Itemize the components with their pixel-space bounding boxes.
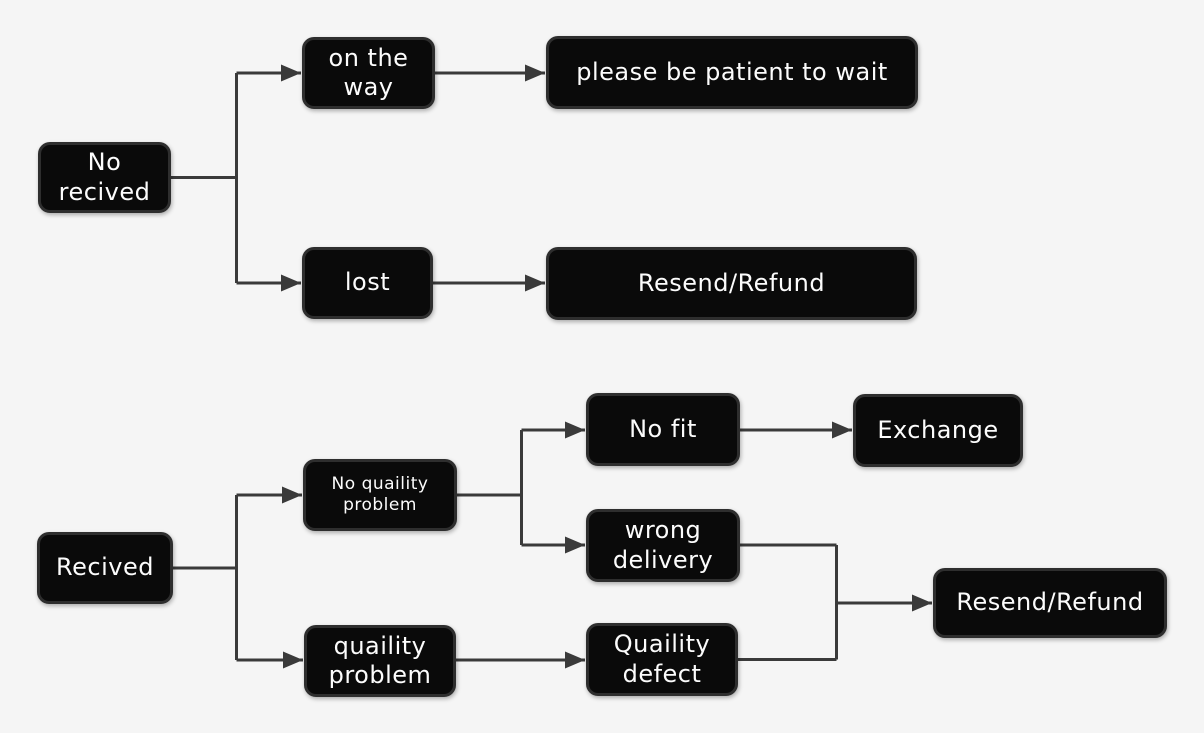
node-quality-defect: Quaility defect [586,623,738,696]
edge-no-quality-problem-branch [457,421,585,554]
node-wrong-delivery: wrong delivery [586,509,740,582]
node-quality-problem-label: quaility problem [328,631,432,689]
node-no-quality-problem-label: No quaility problem [331,474,429,515]
node-please-be-patient: please be patient to wait [546,36,918,109]
node-on-the-way: on the way [302,37,435,109]
node-quality-defect-label: Quaility defect [613,630,711,688]
node-no-quality-problem: No quaility problem [303,459,457,531]
node-recived-label: Recived [56,553,154,582]
node-resend-refund-top: Resend/Refund [546,247,917,320]
node-resend-refund-bottom: Resend/Refund [933,568,1167,638]
node-on-the-way-label: on the way [328,43,409,101]
node-exchange-label: Exchange [877,415,999,444]
node-please-be-patient-label: please be patient to wait [576,57,888,86]
node-quality-problem: quaility problem [304,625,456,697]
node-resend-refund-bottom-label: Resend/Refund [956,588,1144,617]
node-lost-label: lost [344,268,391,297]
edge-recived-branch [173,486,303,669]
node-no-recived: No recived [38,142,171,213]
node-resend-refund-top-label: Resend/Refund [637,268,826,297]
node-no-fit-label: No fit [629,414,697,443]
node-lost: lost [302,247,433,319]
node-recived: Recived [37,532,173,604]
node-no-recived-label: No recived [58,148,151,206]
node-wrong-delivery-label: wrong delivery [612,516,714,574]
edge-merge-to-resend-refund [738,543,932,661]
node-exchange: Exchange [853,394,1023,467]
node-no-fit: No fit [586,393,740,466]
edge-no-recived-branch [171,64,301,292]
